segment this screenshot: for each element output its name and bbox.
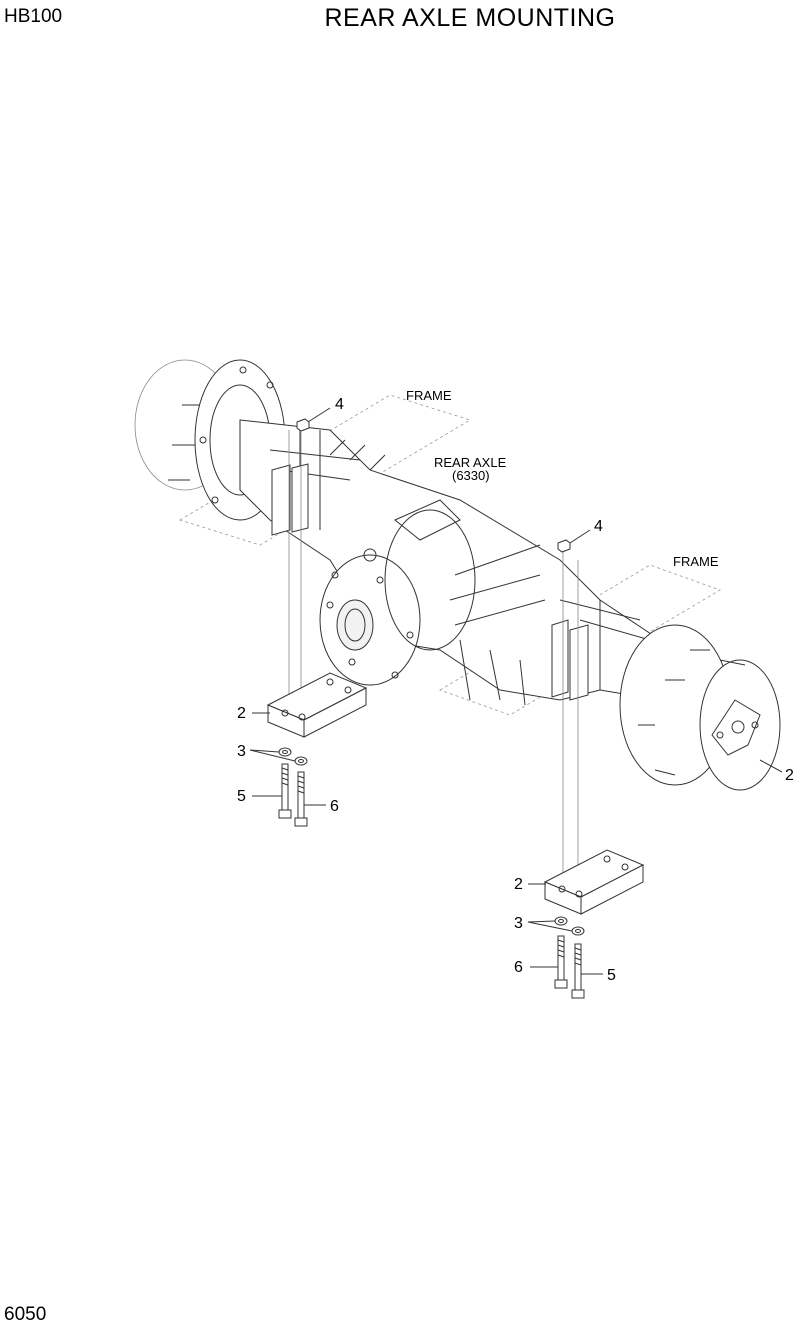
callout-bolt-left-b: 6 (330, 798, 339, 815)
right-hub (619, 624, 781, 791)
bolt-left-b (294, 771, 308, 827)
callout-nut-right: 4 (594, 518, 603, 535)
model-code: HB100 (4, 6, 63, 27)
callout-washer-right: 3 (514, 915, 523, 932)
callout-bolt-right-a: 6 (514, 959, 523, 976)
page-title: REAR AXLE MOUNTING (324, 4, 616, 32)
differential-carrier (319, 499, 476, 686)
callout-bolt-left-a: 5 (237, 788, 246, 805)
label-frame-left: FRAME (406, 388, 452, 403)
page-number: 6050 (4, 1304, 47, 1325)
mount-bracket-right (551, 619, 589, 701)
washer-right-a (554, 916, 568, 926)
label-rear-axle: REAR AXLE (434, 455, 507, 470)
bolt-right-b (571, 943, 585, 999)
leader-lines (249, 407, 783, 975)
mount-bracket-left (271, 463, 309, 536)
label-frame-right: FRAME (673, 554, 719, 569)
label-rear-axle-ref: (6330) (452, 468, 490, 483)
callout-bolt-right-b: 5 (607, 967, 616, 984)
bolt-right-a (554, 935, 568, 989)
washer-right-b (571, 926, 585, 936)
mounting-pad-right (543, 849, 645, 915)
bolt-left-a (278, 763, 292, 819)
callout-nut-left: 4 (335, 396, 344, 413)
callout-pad-left: 2 (237, 705, 246, 722)
nut-left (296, 418, 310, 432)
nut-right (557, 539, 571, 553)
callout-hub-right: 2 (785, 767, 794, 784)
callout-washer-left: 3 (237, 743, 246, 760)
mounting-pad-left (266, 672, 368, 738)
washer-left-a (278, 747, 292, 757)
washer-left-b (294, 756, 308, 766)
callout-pad-right: 2 (514, 876, 523, 893)
